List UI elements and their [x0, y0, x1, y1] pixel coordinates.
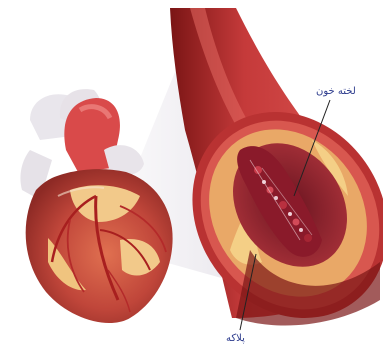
plaque-label: پلاکه: [226, 333, 245, 344]
heart: [20, 89, 172, 323]
clot-label: لخته خون: [316, 86, 356, 97]
